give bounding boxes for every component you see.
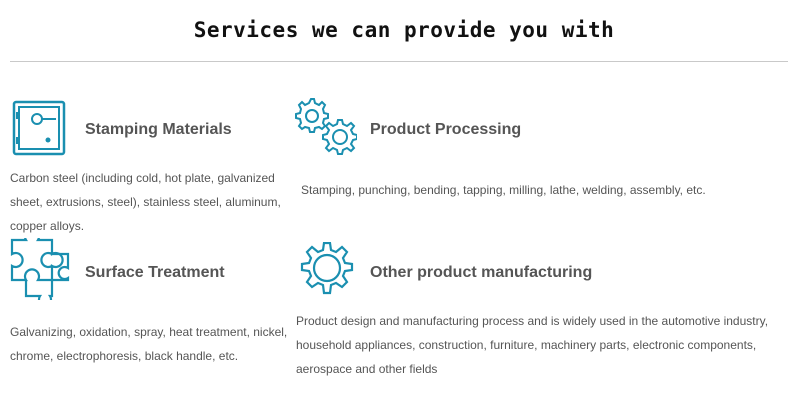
title-divider xyxy=(10,61,788,62)
service-title: Stamping Materials xyxy=(85,121,232,138)
gears-icon xyxy=(295,98,357,155)
service-title: Surface Treatment xyxy=(85,264,225,281)
page-title: Services we can provide you with xyxy=(193,18,615,42)
gear-icon xyxy=(300,242,354,295)
safe-icon xyxy=(12,100,66,156)
service-description: Stamping, punching, bending, tapping, mi… xyxy=(301,183,706,197)
service-description: Galvanizing, oxidation, spray, heat trea… xyxy=(10,325,288,363)
service-title: Other product manufacturing xyxy=(370,264,593,281)
service-description: Carbon steel (including cold, hot plate,… xyxy=(10,171,281,233)
service-description: Product design and manufacturing process… xyxy=(296,314,769,376)
service-title: Product Processing xyxy=(370,121,522,138)
puzzle-icon xyxy=(10,238,70,300)
